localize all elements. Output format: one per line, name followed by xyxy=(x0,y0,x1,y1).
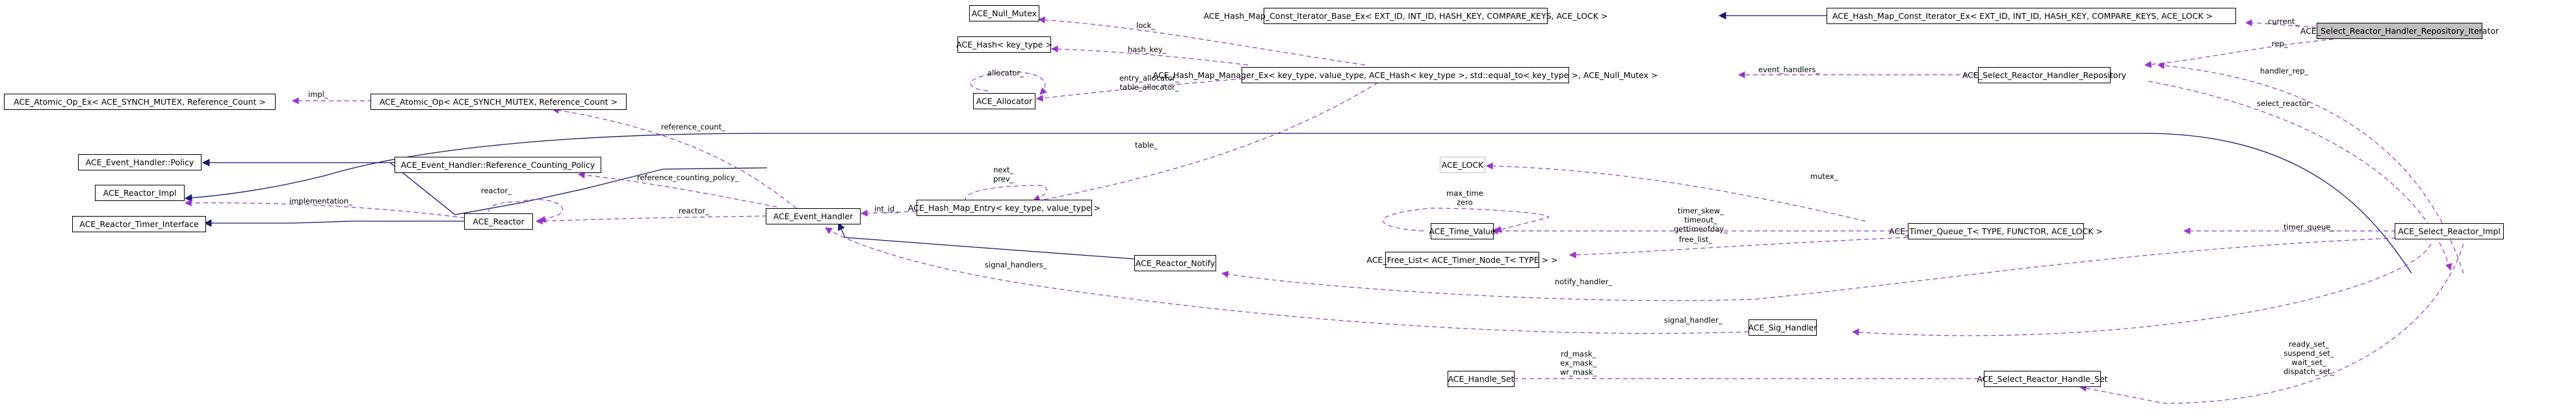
edge-use-hash-key xyxy=(1050,45,1249,66)
label-timer-skew-timeout-gettimeofday: timer_skew_ timeout_ gettimeofday_ xyxy=(1674,206,1728,234)
label-event-handlers: event_handlers_ xyxy=(1758,65,1820,74)
node-sig-handler[interactable]: ACE_Sig_Handler xyxy=(1748,319,1817,336)
label-implementation: implementation_ xyxy=(289,196,352,206)
label-lock: lock_ xyxy=(1136,21,1155,30)
label-masks: rd_mask_ ex_mask_ wr_mask_ xyxy=(1560,349,1597,377)
node-handler-repository-iterator[interactable]: ACE_Select_Reactor_Handler_Repository_It… xyxy=(2300,23,2499,39)
label-allocator: allocator_ xyxy=(987,68,1024,77)
label-reference-counting-policy: reference_counting_policy_ xyxy=(637,173,739,182)
node-timer-queue[interactable]: ACE_Timer_Queue_T< TYPE, FUNCTOR, ACE_LO… xyxy=(1889,223,2103,239)
label-table: table_ xyxy=(1135,141,1158,150)
edge-use-table xyxy=(1032,82,1379,204)
edge-use-lock xyxy=(1037,16,1366,66)
node-reactor[interactable]: ACE_Reactor xyxy=(464,213,533,230)
node-reactor-notify[interactable]: ACE_Reactor_Notify xyxy=(1134,255,1216,271)
label-reference-count: reference_count_ xyxy=(661,122,725,131)
edge-use-entry-allocator xyxy=(1035,77,1252,102)
edge-use-reference-count xyxy=(551,107,797,209)
edge-inherit-reactor-timer xyxy=(203,219,465,227)
edge-use-sets xyxy=(2079,243,2464,404)
edge-use-current xyxy=(2244,19,2317,28)
node-handle-set[interactable]: ACE_Handle_Set xyxy=(1448,371,1515,387)
edge-use-time-self xyxy=(1383,208,1550,233)
label-signal-handler: signal_handler_ xyxy=(1664,316,1723,325)
node-ace-hash[interactable]: ACE_Hash< key_type > xyxy=(956,36,1052,53)
edge-use-notify-handler xyxy=(1221,237,2412,301)
node-time-value[interactable]: ACE_Time_Value xyxy=(1429,223,1496,239)
edge-use-reactor xyxy=(535,215,768,225)
node-ace-lock[interactable]: ACE_LOCK xyxy=(1440,157,1485,173)
label-sets: ready_set_ suspend_set_ wait_set_ dispat… xyxy=(2283,340,2335,376)
label-notify-handler: notify_handler_ xyxy=(1555,277,1613,286)
node-iterator-ex[interactable]: ACE_Hash_Map_Const_Iterator_Ex< EXT_ID, … xyxy=(1827,8,2236,24)
label-max-time-zero: max_time zero xyxy=(1446,189,1483,207)
edge-use-free-list xyxy=(1568,237,1908,259)
label-mutex: mutex_ xyxy=(1810,172,1838,181)
node-event-handler-policy[interactable]: ACE_Event_Handler::Policy xyxy=(78,154,202,170)
edge-use-int-id xyxy=(860,209,917,217)
edge-use-rep xyxy=(2144,38,2334,68)
edge-use-implementation xyxy=(184,199,465,219)
node-hash-map-manager[interactable]: ACE_Hash_Map_Manager_Ex< key_type, value… xyxy=(1153,67,1658,83)
node-free-list[interactable]: ACE_Free_List< ACE_Timer_Node_T< TYPE > … xyxy=(1366,252,1558,268)
edge-use-ref-counting-policy xyxy=(577,171,777,208)
edge-use-select-reactor xyxy=(2148,81,2452,271)
node-iterator-base[interactable]: ACE_Hash_Map_Const_Iterator_Base_Ex< EXT… xyxy=(1204,8,1607,24)
edge-use-signal-handler xyxy=(1851,243,2432,336)
edge-use-alloc-self xyxy=(970,71,1047,95)
label-impl: impl_ xyxy=(308,90,328,99)
edge-use-handler-rep xyxy=(2157,62,2464,274)
node-event-handler[interactable]: ACE_Event_Handler xyxy=(766,208,861,224)
label-select-reactor: select_reactor_ xyxy=(2257,99,2313,108)
label-free-list: free_list_ xyxy=(1679,235,1713,244)
edge-use-mutex xyxy=(1485,162,1866,222)
label-entry-table-allocator: entry_allocator_ table_allocator_ xyxy=(1119,74,1180,92)
node-handler-repository[interactable]: ACE_Select_Reactor_Handler_Repository xyxy=(1962,67,2126,83)
edge-use-reactor-self xyxy=(488,199,563,223)
node-reactor-impl[interactable]: ACE_Reactor_Impl xyxy=(95,185,185,201)
edge-inherit-eh-refpolicy xyxy=(389,162,768,215)
label-timer-queue: timer_queue_ xyxy=(2283,222,2335,232)
node-reference-counting-policy[interactable]: ACE_Event_Handler::Reference_Counting_Po… xyxy=(395,157,601,173)
node-select-reactor-handle-set[interactable]: ACE_Select_Reactor_Handle_Set xyxy=(1977,371,2108,387)
node-reactor-timer-interface[interactable]: ACE_Reactor_Timer_Interface xyxy=(72,216,206,232)
label-signal-handlers: signal_handlers_ xyxy=(985,260,1047,269)
edge-inherit-reactor-impl xyxy=(184,133,2412,274)
label-current: current_ xyxy=(2268,17,2299,26)
edge-inherit-event-handler-notify xyxy=(838,222,1135,260)
label-next-prev: next_ prev_ xyxy=(993,165,1014,183)
label-hash-key: hash_key_ xyxy=(1128,45,1167,54)
edge-use-signal-handlers xyxy=(825,227,1749,334)
label-rep: rep_ xyxy=(2272,39,2288,48)
label-handler-rep: handler_rep_ xyxy=(2260,66,2309,75)
node-atomic-op-ex[interactable]: ACE_Atomic_Op_Ex< ACE_SYNCH_MUTEX, Refer… xyxy=(4,94,276,110)
node-atomic-op[interactable]: ACE_Atomic_Op< ACE_SYNCH_MUTEX, Referenc… xyxy=(371,94,627,110)
edge-use-next-prev xyxy=(965,185,1048,202)
label-reactor-self: reactor_ xyxy=(481,186,512,195)
node-hash-map-entry[interactable]: ACE_Hash_Map_Entry< key_type, value_type… xyxy=(908,200,1100,216)
label-int-id: int_id_ xyxy=(874,204,898,213)
node-null-mutex[interactable]: ACE_Null_Mutex xyxy=(969,5,1039,21)
node-select-reactor-impl[interactable]: ACE_Select_Reactor_Impl xyxy=(2395,223,2504,239)
node-allocator[interactable]: ACE_Allocator xyxy=(973,93,1035,109)
label-reactor: reactor_ xyxy=(679,206,709,215)
